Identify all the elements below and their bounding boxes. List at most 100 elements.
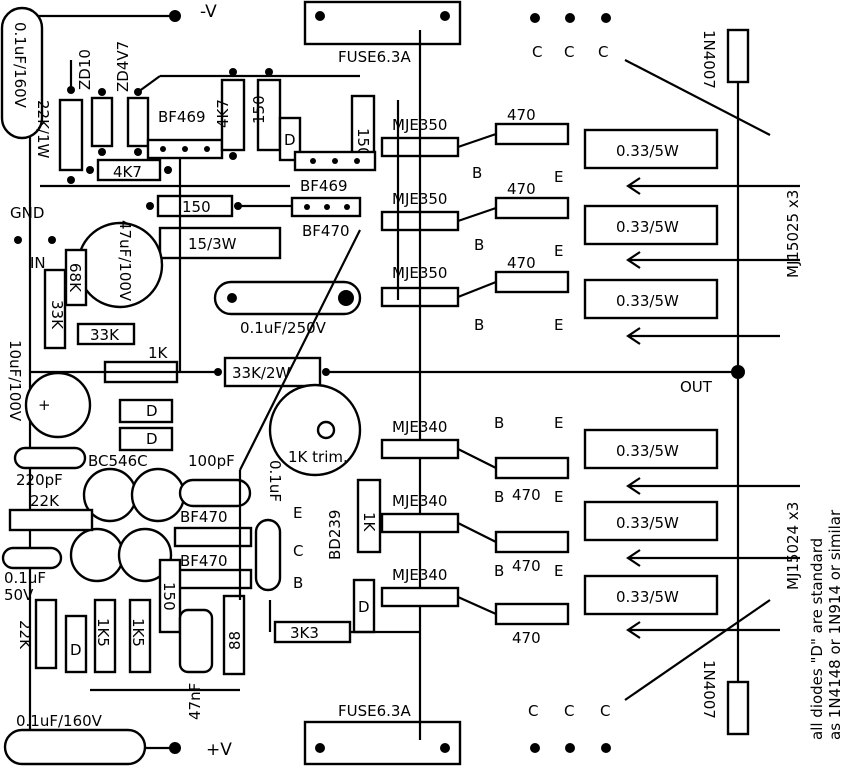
diode-1n4007-top [726, 28, 750, 84]
bd239-pin-c-label: C [293, 542, 303, 560]
r150-low-label: 150 [160, 582, 178, 611]
mje340-1-label: MJE340 [392, 418, 447, 436]
fuse-top-label: FUSE6.3A [338, 48, 411, 66]
r3k3-label: 3K3 [290, 624, 319, 642]
d1n4007-top-label: 1N4007 [700, 30, 718, 89]
pin-b-u3: B [474, 316, 484, 334]
r1k5-a-label: 1K5 [94, 618, 112, 647]
r15-3w-label: 15/3W [188, 235, 237, 253]
diode-d2-label: D [146, 430, 158, 448]
diode-d-bd-label: D [358, 598, 370, 616]
r470-u1-label: 470 [507, 106, 536, 124]
pin-b-l2: B [494, 488, 504, 506]
pin-c-top-2: C [564, 43, 574, 61]
pin-e-u1: E [554, 168, 563, 186]
r470-l2-label: 470 [512, 557, 541, 575]
resistor-22k-1w [58, 86, 84, 184]
diode-d1-label: D [146, 402, 158, 420]
d1n4007-bot-label: 1N4007 [700, 660, 718, 719]
r150-v-label: 150 [250, 95, 268, 124]
resistor-22k-vertical [34, 598, 58, 670]
trimmer-1k [268, 383, 362, 477]
r470-l1-label: 470 [512, 486, 541, 504]
cap-250v [213, 280, 362, 316]
diode-d-low-label: D [70, 641, 82, 659]
trim-label: 1K trim. [288, 448, 348, 466]
bd239-pin-b-label: B [293, 574, 303, 592]
resistor-150-vertical [256, 68, 282, 152]
pos-rail-label: +V [206, 740, 232, 760]
mje340-group [380, 438, 460, 608]
pin-c-bot-1: C [528, 702, 538, 720]
mje350-3-label: MJE350 [392, 264, 447, 282]
resistor-33k-vertical [43, 268, 67, 350]
r33k-2w-label: 33K/2W [232, 364, 291, 382]
bf469-b-label: BF469 [300, 177, 348, 195]
mje350-1-label: MJE350 [392, 116, 447, 134]
pin-c-top-3: C [598, 43, 608, 61]
c47n-label: 47nF [186, 683, 204, 720]
bd239-pin-e-label: E [293, 504, 302, 522]
r470-l3-label: 470 [512, 629, 541, 647]
r22k-label: 22K [30, 492, 60, 510]
pin-e-l3: E [554, 562, 563, 580]
pin-b-l1: B [494, 414, 504, 432]
resistor-33k-horizontal [76, 322, 136, 346]
bf470-c-label: BF470 [180, 552, 228, 570]
c01u-v-label: 0.1uF [266, 460, 284, 502]
diode-1n4007-bottom [726, 680, 750, 736]
diode-d-top-label: D [284, 131, 296, 149]
output-arrows [624, 59, 800, 701]
pin-e-u2: E [554, 242, 563, 260]
resistor-88 [222, 594, 246, 676]
resistor-4k7-vertical [220, 68, 246, 160]
mje350-2-label: MJE350 [392, 190, 447, 208]
diode-d-pair [118, 398, 174, 452]
resistor-1k5-a [93, 598, 117, 674]
r33k-h-label: 33K [90, 326, 120, 344]
r22k-v-label: 22K [16, 620, 34, 650]
gnd-label: GND [10, 204, 44, 222]
cap-bottom [3, 728, 147, 766]
cap-47nf [178, 608, 214, 674]
r68k-label: 68K [66, 263, 84, 293]
emit-r-u2: 0.33/5W [616, 218, 679, 236]
bc546c-label: BC546C [88, 452, 148, 470]
note-line-1: all diodes "D" are standard [808, 538, 826, 740]
resistor-1k5-b [128, 598, 152, 674]
bd239-label: BD239 [326, 510, 344, 560]
in-label: IN [30, 254, 46, 272]
zener-zd10 [90, 88, 114, 156]
transistor-bf469-a [146, 138, 224, 160]
emit-r-u1: 0.33/5W [616, 142, 679, 160]
pin-b-l3: B [494, 562, 504, 580]
mj15025-label: MJ15025 x3 [784, 190, 802, 278]
pin-c-bot-2: C [564, 702, 574, 720]
out-label: OUT [680, 378, 713, 396]
emit-r-l2: 0.33/5W [616, 514, 679, 532]
resistor-150-horizontal [146, 194, 242, 218]
cap-100pf [178, 478, 252, 508]
emit-r-u3: 0.33/5W [616, 292, 679, 310]
r4k7-v-label: 4K7 [214, 99, 232, 128]
cap-top-left [0, 6, 44, 140]
diode-d-low [64, 614, 88, 674]
neg-rail-label: -V [200, 2, 217, 22]
pin-b-u1: B [472, 164, 482, 182]
zener-zd4v7 [126, 88, 150, 156]
resistor-1k-vertical [356, 478, 382, 554]
fuse-bottom-label: FUSE6.3A [338, 702, 411, 720]
mje350-group [380, 30, 460, 740]
r470-lower-group [494, 456, 570, 626]
r1k-v-label: 1K [360, 512, 378, 533]
r470-upper-group [494, 122, 570, 294]
r1k-label: 1K [148, 344, 169, 362]
mje340-3-label: MJE340 [392, 566, 447, 584]
zd4v7-label: ZD4V7 [114, 41, 132, 92]
mje340-2-label: MJE340 [392, 492, 447, 510]
r1k5-b-label: 1K5 [129, 618, 147, 647]
pin-e-l1: E [554, 414, 563, 432]
cap-bottom-label: 0.1uF/160V [16, 712, 103, 730]
cap-47uf-label: 47uF/100V [116, 220, 134, 302]
